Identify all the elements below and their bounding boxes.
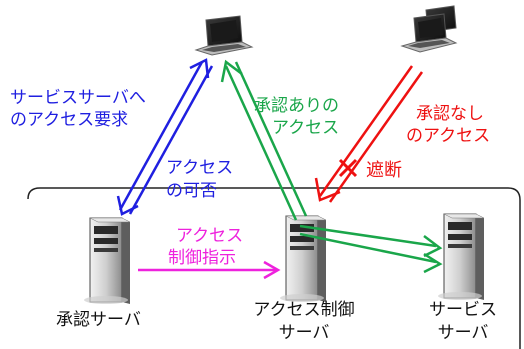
auth-server-label: 承認サーバ bbox=[56, 310, 141, 330]
blue-request-arrow bbox=[116, 58, 214, 216]
blocked-label: 遮断 bbox=[366, 160, 402, 181]
red-label-line2: のアクセス bbox=[406, 126, 491, 146]
magenta-label-line1: アクセス bbox=[176, 226, 244, 246]
blue-request-label-line2: のアクセス要求 bbox=[10, 110, 129, 130]
laptop-stack-icon bbox=[400, 5, 458, 53]
green-label-line1: 承認ありの bbox=[254, 96, 339, 116]
red-blocked-arrow bbox=[314, 65, 424, 203]
access-server-label-line2: サーバ bbox=[278, 323, 330, 343]
blocked-x-icon bbox=[338, 158, 358, 178]
service-server-icon bbox=[438, 213, 485, 300]
blue-result-label-line2: の可否 bbox=[166, 181, 217, 201]
green-label-line2: アクセス bbox=[272, 118, 340, 138]
service-server-label-line1: サービス bbox=[429, 300, 497, 320]
blue-request-label-line1: サービスサーバへ bbox=[10, 88, 146, 108]
auth-server-icon bbox=[84, 217, 131, 304]
red-label-line1: 承認なし bbox=[416, 104, 484, 124]
magenta-instruction-arrow bbox=[138, 260, 281, 280]
access-server-label-line1: アクセス制御 bbox=[253, 300, 355, 320]
lan-boundary bbox=[27, 187, 521, 349]
magenta-label-line2: 制御指示 bbox=[168, 248, 236, 268]
service-server-label-line2: サーバ bbox=[437, 323, 489, 343]
laptop-icon bbox=[194, 15, 254, 56]
green-access-arrow bbox=[220, 59, 443, 274]
blue-result-label-line1: アクセス bbox=[166, 158, 234, 178]
